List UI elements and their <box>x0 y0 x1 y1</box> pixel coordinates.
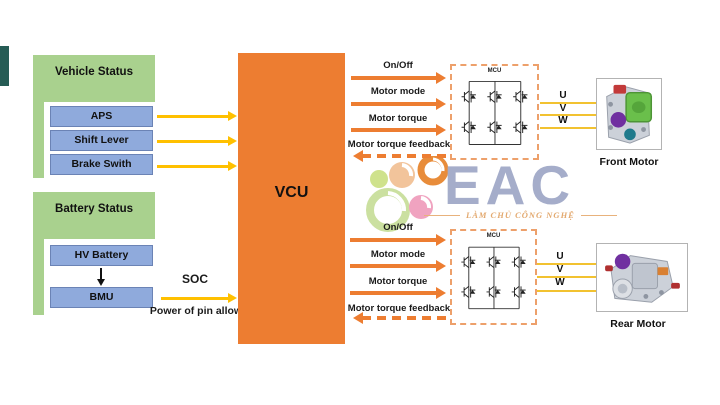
front-phase-w-label: W <box>558 115 568 126</box>
rear-phase-u-label: U <box>556 251 564 262</box>
rear-mcu-circuit-icon <box>460 246 527 310</box>
rear-motor-label: Rear Motor <box>610 318 666 330</box>
battery-status-title: Battery Status <box>55 203 133 215</box>
battery-item-bmu: BMU <box>50 287 153 308</box>
vcu-block: VCU <box>238 53 345 344</box>
rear-signal-feedback-label: Motor torque feedback <box>347 303 451 314</box>
front-mcu-circuit-icon <box>461 80 528 145</box>
rear-mcu-label: MCU <box>486 233 501 239</box>
vehicle-item-aps: APS <box>50 106 153 127</box>
front-phase-u-line <box>540 102 596 104</box>
brake-switch-to-vcu-arrow <box>157 161 237 171</box>
front-signal-mode-label: Motor mode <box>370 86 426 97</box>
front-phase-v-label: V <box>559 103 567 114</box>
rear-signal-onoff-label: On/Off <box>383 222 413 233</box>
vehicle-item-brake-switch: Brake Swith <box>50 154 153 175</box>
front-signal-feedback-label: Motor torque feedback <box>347 139 451 150</box>
eac-watermark-tagline: LÀM CHỦ CÔNG NGHỆ <box>424 210 617 220</box>
vcu-label: VCU <box>274 184 309 201</box>
front-phase-v-line <box>540 114 596 116</box>
rear-phase-u-line <box>537 263 596 265</box>
rear-onoff-arrow <box>350 234 446 246</box>
aps-to-vcu-arrow <box>157 111 237 121</box>
rear-phase-w-line <box>537 290 596 292</box>
rear-phase-w-label: W <box>555 277 565 288</box>
front-motor-mode-arrow <box>351 98 446 110</box>
front-mcu-block: MCU <box>450 64 539 160</box>
battery-item-hv-battery: HV Battery <box>50 245 153 266</box>
shift-lever-to-vcu-arrow <box>157 136 237 146</box>
front-phase-u-label: U <box>559 90 567 101</box>
rear-mcu-block: MCU <box>450 229 537 325</box>
vehicle-status-title: Vehicle Status <box>55 66 133 78</box>
eac-logo-circles-icon <box>366 156 449 232</box>
rear-phase-v-line <box>537 276 596 278</box>
front-motor-label: Front Motor <box>599 156 659 168</box>
front-torque-feedback-arrow <box>353 150 447 162</box>
hv-battery-to-bmu-arrow <box>97 268 105 286</box>
soc-label: SOC <box>181 272 208 286</box>
rear-signal-torque-label: Motor torque <box>368 276 428 287</box>
front-phase-w-line <box>540 127 596 129</box>
rear-torque-feedback-arrow <box>353 312 447 324</box>
front-motor-torque-arrow <box>351 124 446 136</box>
rear-motor-image <box>605 253 680 303</box>
vehicle-item-shift-lever: Shift Lever <box>50 130 153 151</box>
rear-motor-torque-arrow <box>350 287 446 299</box>
front-signal-torque-label: Motor torque <box>368 113 428 124</box>
teal-accent-rect <box>0 46 9 86</box>
front-signal-onoff-label: On/Off <box>383 60 413 71</box>
front-motor-box <box>596 78 662 150</box>
eac-watermark-text: EAC <box>444 154 576 216</box>
bmu-to-vcu-arrow <box>161 293 237 303</box>
rear-signal-mode-label: Motor mode <box>370 249 426 260</box>
power-of-pin-label: Power of pin allow <box>149 305 243 317</box>
rear-motor-box <box>596 243 688 312</box>
front-onoff-arrow <box>351 72 446 84</box>
front-motor-image <box>606 84 653 144</box>
eac-tagline-text: LÀM CHỦ CÔNG NGHỆ <box>466 210 575 220</box>
front-mcu-label: MCU <box>487 68 502 74</box>
rear-motor-mode-arrow <box>350 260 446 272</box>
rear-phase-v-label: V <box>556 264 564 275</box>
